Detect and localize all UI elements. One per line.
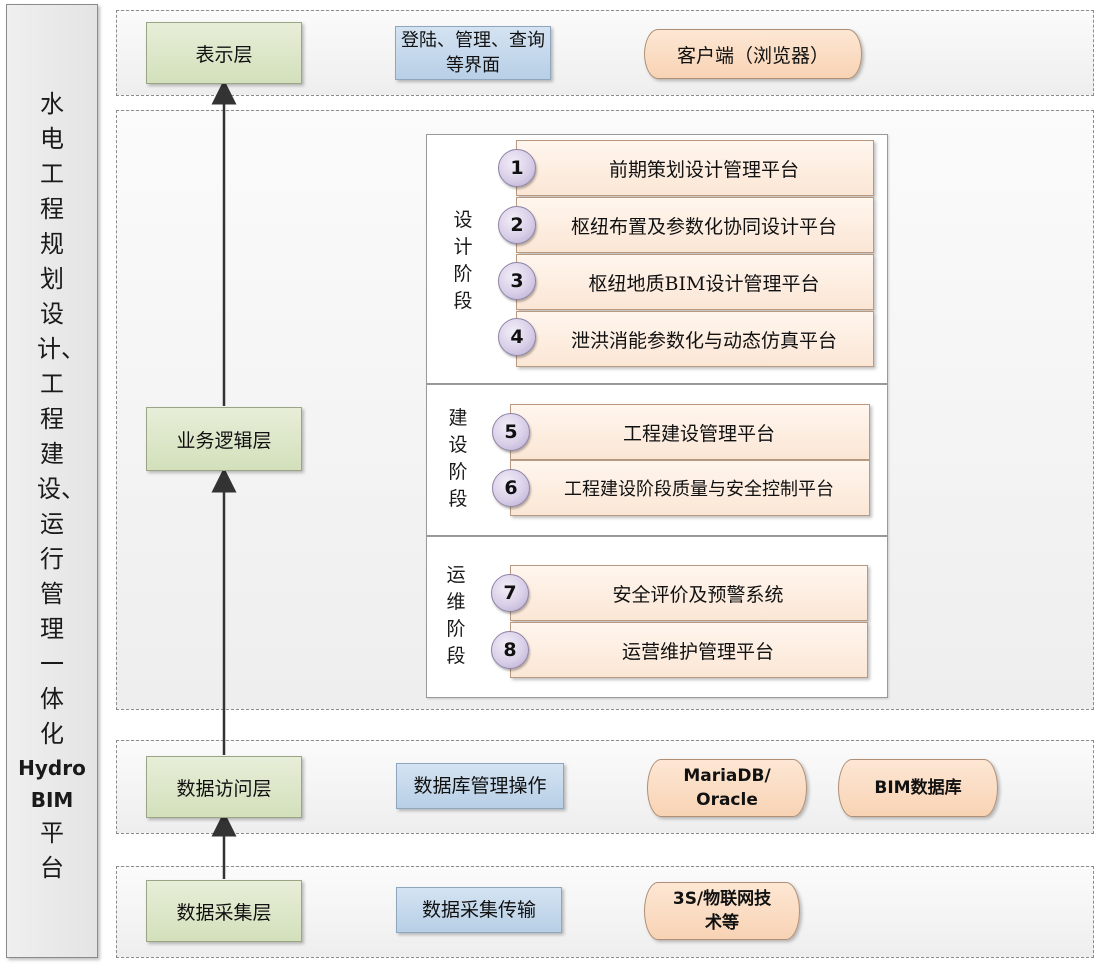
database-management-box: 数据库管理操作 (396, 763, 564, 809)
data-access-layer-box: 数据访问层 (146, 756, 302, 818)
construction-stage-label: 建设阶段 (448, 407, 468, 510)
platform-5: 工程建设管理平台 (510, 404, 870, 460)
presentation-layer-box: 表示层 (146, 22, 302, 84)
platform-title-hydro: Hydro (18, 755, 86, 780)
platform-4-number-badge: 4 (498, 318, 536, 356)
platform-6: 工程建设阶段质量与安全控制平台 (510, 460, 870, 516)
iot-technology-box: 3S/物联网技术等 (644, 882, 800, 940)
platform-3: 枢纽地质BIM设计管理平台 (516, 254, 874, 310)
client-browser-box: 客户端（浏览器） (644, 29, 862, 79)
data-collect-layer-box: 数据采集层 (146, 880, 302, 942)
platform-4: 泄洪消能参数化与动态仿真平台 (516, 311, 874, 367)
platform-6-number-badge: 6 (492, 469, 530, 507)
platform-2-number-badge: 2 (498, 206, 536, 244)
platform-7: 安全评价及预警系统 (510, 565, 868, 621)
business-logic-layer-box: 业务逻辑层 (146, 407, 302, 471)
platform-2: 枢纽布置及参数化协同设计平台 (516, 197, 874, 253)
operation-stage-label: 运维阶段 (446, 564, 466, 667)
platform-3-number-badge: 3 (498, 262, 536, 300)
platform-title-bim: BIM (30, 787, 74, 812)
platform-1: 前期策划设计管理平台 (516, 140, 874, 196)
design-stage-label: 设计阶段 (453, 209, 473, 312)
platform-7-number-badge: 7 (491, 574, 529, 612)
platform-title-end: 平台 (40, 818, 64, 882)
mariadb-oracle-box: MariaDB/ Oracle (647, 759, 807, 817)
platform-title-sidebar: 水电工程规划设计、工程建设、运行管理一体化 Hydro BIM 平台 (6, 4, 98, 958)
ui-interface-box: 登陆、管理、查询等界面 (395, 26, 551, 80)
data-transmission-box: 数据采集传输 (396, 887, 562, 933)
platform-8: 运营维护管理平台 (510, 622, 868, 678)
platform-8-number-badge: 8 (491, 631, 529, 669)
platform-5-number-badge: 5 (492, 413, 530, 451)
platform-1-number-badge: 1 (498, 149, 536, 187)
platform-title-chinese: 水电工程规划设计、工程建设、运行管理一体化 (37, 89, 85, 748)
bim-database-box: BIM数据库 (838, 759, 998, 817)
